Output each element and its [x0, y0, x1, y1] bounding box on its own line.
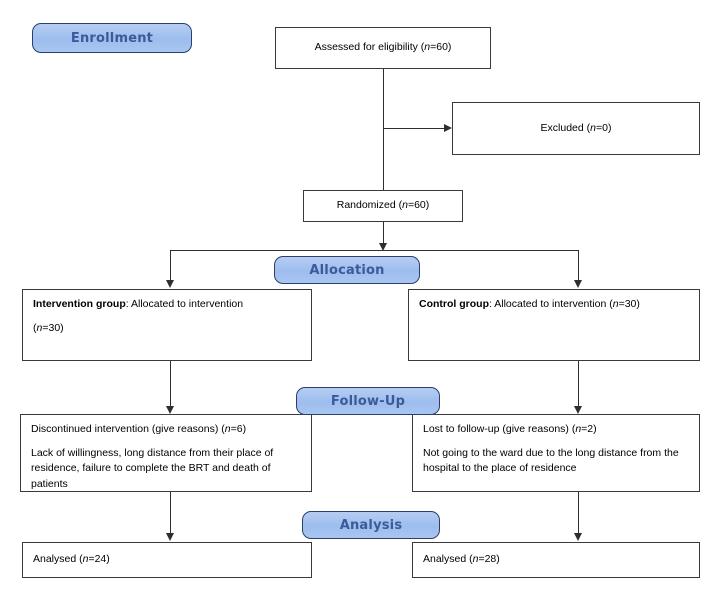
- arrowhead-allocation-right: [574, 280, 582, 288]
- box-control-analysis: Analysed (n=28): [412, 542, 700, 578]
- n-italic: n: [424, 41, 431, 54]
- control-group-label: Control group: [419, 298, 489, 310]
- excluded-text: Excluded (n=0): [540, 121, 612, 134]
- connector-control-allocation-to-followup: [578, 361, 580, 407]
- n-italic: n: [575, 423, 582, 435]
- arrowhead-allocation-left: [166, 280, 174, 288]
- control-followup-reasons: Not going to the ward due to the long di…: [423, 447, 679, 475]
- intervention-analysis-text: Analysed (n=24): [33, 553, 110, 566]
- box-excluded: Excluded (n=0): [452, 102, 700, 155]
- allocation-split-left-drop: [170, 250, 172, 281]
- arrowhead-randomized-split: [379, 243, 387, 251]
- intervention-followup-headline: Discontinued intervention (give reasons)…: [31, 423, 247, 435]
- stage-pill-analysis: Analysis: [302, 511, 440, 539]
- connector-control-followup-to-analysis: [578, 492, 580, 534]
- control-followup-headline: Lost to follow-up (give reasons) (n=2): [423, 423, 597, 435]
- box-intervention-allocation: Intervention group: Allocated to interve…: [22, 289, 312, 361]
- intervention-group-label: Intervention group: [33, 298, 126, 310]
- connector-intervention-allocation-to-followup: [170, 361, 172, 407]
- connector-randomized-stem: [383, 222, 385, 244]
- box-control-allocation: Control group: Allocated to intervention…: [408, 289, 700, 361]
- connector-intervention-followup-to-analysis: [170, 492, 172, 534]
- arrowhead-followup-left: [166, 406, 174, 414]
- arrowhead-analysis-left: [166, 533, 174, 541]
- stage-pill-followup: Follow-Up: [296, 387, 440, 415]
- n-italic: n: [82, 553, 89, 566]
- box-randomized: Randomized (n=60): [303, 190, 463, 222]
- box-intervention-followup: Discontinued intervention (give reasons)…: [20, 414, 312, 492]
- intervention-followup-reasons: Lack of willingness, long distance from …: [31, 447, 274, 490]
- stage-pill-followup-label: Follow-Up: [330, 393, 406, 409]
- stage-pill-enrollment-label: Enrollment: [70, 30, 154, 46]
- box-intervention-analysis: Analysed (n=24): [22, 542, 312, 578]
- n-italic: n: [612, 298, 619, 310]
- control-analysis-text: Analysed (n=28): [423, 553, 500, 566]
- allocation-split-bar: [170, 250, 578, 252]
- connector-assessed-to-excluded: [383, 128, 444, 130]
- intervention-allocation-line2: (n=30): [33, 322, 64, 335]
- arrowhead-to-excluded: [444, 124, 452, 132]
- stage-pill-allocation: Allocation: [274, 256, 420, 284]
- n-italic: n: [224, 423, 231, 435]
- stage-pill-analysis-label: Analysis: [339, 517, 403, 533]
- box-assessed-for-eligibility: Assessed for eligibility (n=60): [275, 27, 491, 69]
- box-control-followup: Lost to follow-up (give reasons) (n=2) N…: [412, 414, 700, 492]
- arrowhead-followup-right: [574, 406, 582, 414]
- allocation-split-right-drop: [578, 250, 580, 281]
- control-allocation-line1: Control group: Allocated to intervention…: [419, 298, 640, 310]
- n-italic: n: [472, 553, 479, 566]
- n-italic: n: [590, 121, 596, 134]
- n-italic: n: [36, 322, 43, 335]
- assessed-text: Assessed for eligibility (n=60): [314, 41, 452, 54]
- connector-assessed-to-randomized: [383, 69, 385, 190]
- n-italic: n: [402, 199, 408, 212]
- intervention-allocation-line1: Intervention group: Allocated to interve…: [33, 298, 244, 310]
- arrowhead-analysis-right: [574, 533, 582, 541]
- randomized-text: Randomized (n=60): [336, 199, 430, 212]
- stage-pill-allocation-label: Allocation: [309, 262, 385, 278]
- stage-pill-enrollment: Enrollment: [32, 23, 192, 53]
